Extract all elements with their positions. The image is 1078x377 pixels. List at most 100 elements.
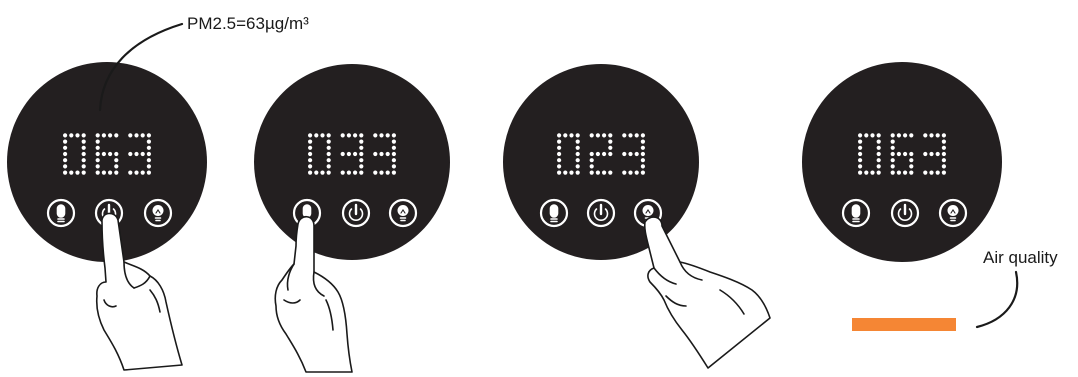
led-dot	[929, 171, 933, 175]
led-dot	[641, 164, 645, 168]
led-dot	[628, 152, 632, 156]
led-dot	[347, 152, 351, 156]
led-dot	[909, 164, 913, 168]
led-dot	[877, 146, 881, 150]
led-dot	[96, 133, 100, 137]
led-dot	[909, 171, 913, 175]
led-dot	[891, 158, 895, 162]
led-dot	[82, 146, 86, 150]
led-dot	[63, 171, 67, 175]
led-dot	[347, 133, 351, 137]
led-dot	[147, 133, 151, 137]
led-dot	[134, 133, 138, 137]
led-dot	[590, 171, 594, 175]
led-dot	[942, 140, 946, 144]
panel-disc	[802, 62, 1002, 262]
led-dot	[96, 146, 100, 150]
led-dot	[858, 158, 862, 162]
led-dot	[608, 152, 612, 156]
led-dot	[596, 152, 600, 156]
led-dot	[308, 152, 312, 156]
light-button[interactable]	[940, 200, 966, 226]
led-dot	[386, 133, 390, 137]
led-dot	[314, 133, 318, 137]
led-dot	[608, 171, 612, 175]
led-dot	[320, 171, 324, 175]
led-dot	[608, 146, 612, 150]
led-dot	[641, 133, 645, 137]
led-dot	[877, 140, 881, 144]
led-dot	[877, 164, 881, 168]
led-dot	[576, 158, 580, 162]
led-dot	[308, 146, 312, 150]
led-dot	[557, 146, 561, 150]
led-dot	[359, 146, 363, 150]
led-dot	[877, 158, 881, 162]
led-dot	[392, 146, 396, 150]
led-dot	[96, 164, 100, 168]
power-button[interactable]	[588, 200, 614, 226]
led-dot	[327, 164, 331, 168]
pm-callout-label: PM2.5=63µg/m³	[187, 14, 309, 33]
led-dot	[96, 158, 100, 162]
hand-pointer-icon	[645, 217, 770, 368]
led-dot	[628, 133, 632, 137]
led-dot	[134, 152, 138, 156]
led-dot	[858, 146, 862, 150]
led-dot	[63, 140, 67, 144]
led-dot	[877, 171, 881, 175]
led-dot	[596, 171, 600, 175]
led-dot	[102, 133, 106, 137]
led-dot	[557, 133, 561, 137]
led-dot	[563, 133, 567, 137]
led-dot	[563, 171, 567, 175]
led-dot	[108, 133, 112, 137]
led-dot	[96, 171, 100, 175]
led-dot	[858, 152, 862, 156]
air-quality-indicator-bar	[852, 318, 956, 331]
led-dot	[147, 146, 151, 150]
led-dot	[635, 152, 639, 156]
led-dot	[942, 171, 946, 175]
led-dot	[891, 152, 895, 156]
led-dot	[359, 140, 363, 144]
led-dot	[858, 171, 862, 175]
led-dot	[641, 140, 645, 144]
led-dot	[392, 158, 396, 162]
led-dot	[858, 140, 862, 144]
led-dot	[392, 133, 396, 137]
led-dot	[114, 152, 118, 156]
light-button[interactable]	[390, 200, 416, 226]
led-dot	[353, 133, 357, 137]
led-dot	[891, 133, 895, 137]
led-dot	[923, 171, 927, 175]
led-dot	[82, 158, 86, 162]
led-dot	[82, 164, 86, 168]
light-button[interactable]	[145, 200, 171, 226]
led-dot	[576, 152, 580, 156]
led-dot	[359, 133, 363, 137]
air-quality-callout-line	[977, 272, 1017, 327]
led-dot	[353, 171, 357, 175]
led-dot	[877, 152, 881, 156]
lock-icon	[551, 205, 558, 222]
led-dot	[386, 171, 390, 175]
lock-button[interactable]	[541, 200, 567, 226]
power-button[interactable]	[892, 200, 918, 226]
lock-button[interactable]	[48, 200, 74, 226]
led-dot	[923, 152, 927, 156]
control-panel-3	[503, 64, 699, 260]
led-dot	[327, 146, 331, 150]
led-dot	[557, 171, 561, 175]
led-dot	[108, 152, 112, 156]
led-dot	[641, 152, 645, 156]
led-dot	[891, 164, 895, 168]
led-dot	[942, 146, 946, 150]
led-dot	[590, 164, 594, 168]
led-dot	[141, 171, 145, 175]
power-button[interactable]	[343, 200, 369, 226]
led-dot	[392, 164, 396, 168]
lock-button[interactable]	[843, 200, 869, 226]
panel-disc	[254, 64, 450, 260]
led-dot	[341, 133, 345, 137]
